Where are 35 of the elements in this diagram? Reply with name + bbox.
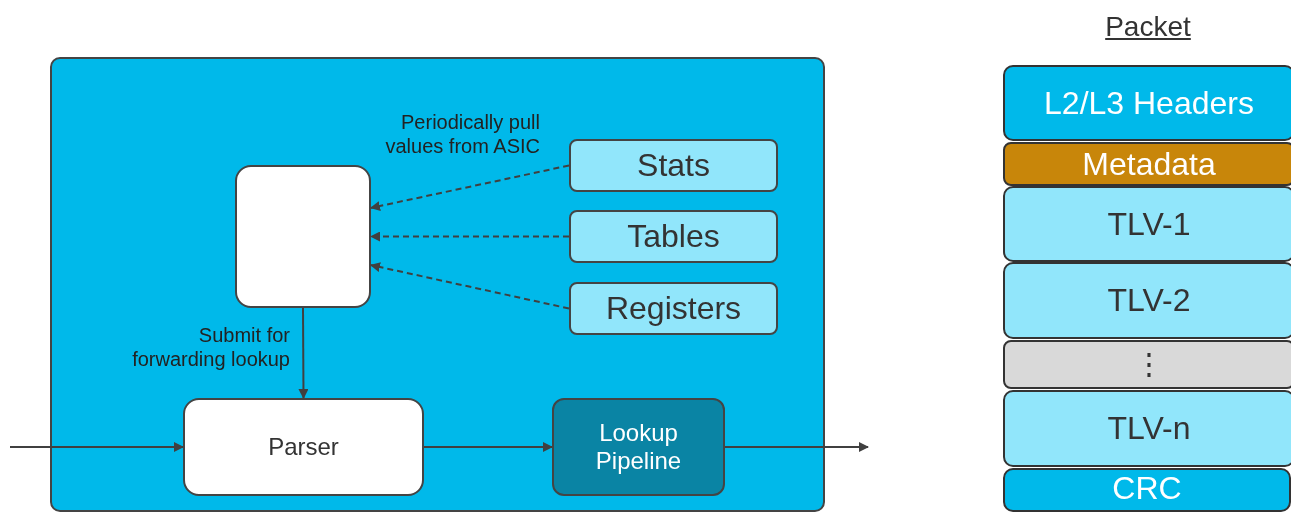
packet-field bbox=[1003, 340, 1291, 389]
arrow bbox=[9, 442, 184, 452]
node-text: TLV-n bbox=[1107, 410, 1191, 447]
node-text: Metadata bbox=[1082, 145, 1216, 183]
chip-panel bbox=[50, 57, 825, 512]
node-text: Stats bbox=[637, 147, 710, 184]
node-text: CRC bbox=[1112, 470, 1182, 507]
process-box bbox=[183, 398, 424, 496]
node-text: Parser bbox=[268, 433, 339, 461]
arrow bbox=[370, 164, 570, 211]
node-text: Tables bbox=[627, 218, 720, 255]
node-text: Lookup Pipeline bbox=[594, 419, 683, 475]
packet-field bbox=[1003, 468, 1291, 512]
process-box bbox=[552, 398, 725, 496]
node-text: TLV-2 bbox=[1107, 282, 1191, 319]
note-text: Periodically pull values from ASIC bbox=[384, 110, 540, 158]
arrow bbox=[298, 307, 309, 399]
arrow bbox=[370, 231, 570, 242]
arrow bbox=[724, 442, 869, 452]
engine-box bbox=[235, 165, 371, 308]
packet-field bbox=[1003, 390, 1291, 467]
node-text: L2/L3 Headers bbox=[1044, 84, 1254, 122]
arrow bbox=[370, 262, 570, 310]
packet-heading: Packet bbox=[1104, 10, 1192, 44]
packet-field bbox=[1003, 65, 1291, 141]
packet-field bbox=[1003, 262, 1291, 339]
node-text: TLV-1 bbox=[1107, 205, 1191, 243]
node-text: ⋮ bbox=[1134, 347, 1164, 382]
node-text: Registers bbox=[605, 290, 742, 327]
arrow bbox=[423, 442, 553, 452]
process-box bbox=[569, 139, 778, 192]
process-box bbox=[569, 282, 778, 335]
packet-field bbox=[1003, 142, 1291, 186]
process-box bbox=[569, 210, 778, 263]
packet-field bbox=[1003, 186, 1291, 262]
